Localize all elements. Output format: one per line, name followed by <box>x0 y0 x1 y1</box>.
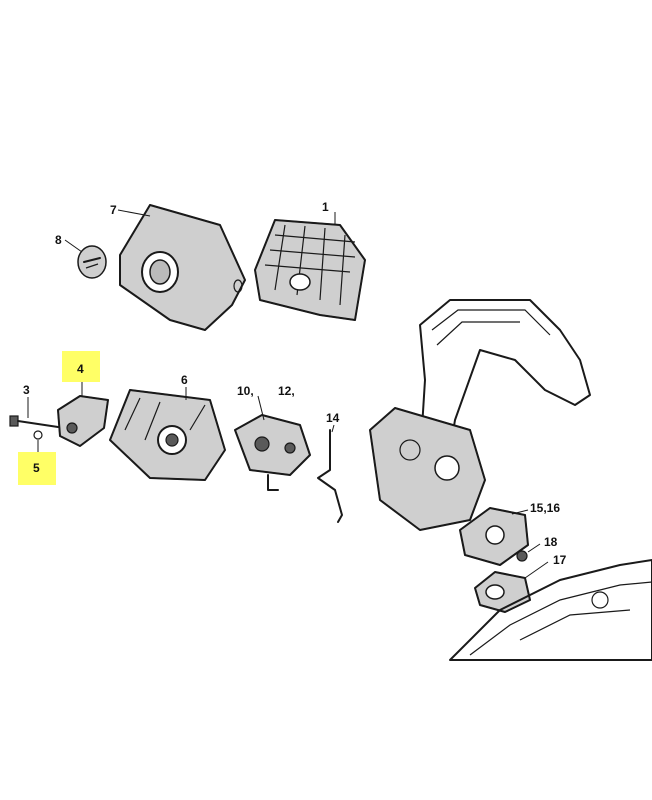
callout-17: 17 <box>553 553 567 567</box>
callout-7: 7 <box>110 203 117 217</box>
callout-12: 12, <box>278 384 295 398</box>
part-15-16-intake-manifold[interactable] <box>459 507 529 566</box>
crankcase <box>449 559 652 661</box>
rear-handle-frame <box>369 299 591 531</box>
part-5-washer[interactable] <box>33 430 43 440</box>
part-4-bracket[interactable] <box>57 395 109 447</box>
part-14-throttle-rod[interactable] <box>317 429 343 523</box>
callout-3: 3 <box>23 383 30 397</box>
part-10-12-carburetor[interactable] <box>234 414 311 491</box>
part-8-cover-knob[interactable] <box>77 245 107 279</box>
callout-4: 4 <box>77 362 84 376</box>
part-17-flange[interactable] <box>474 571 531 613</box>
part-18-screw[interactable] <box>516 550 528 562</box>
highlight-box-5 <box>18 452 56 485</box>
part-6-carburetor-box[interactable] <box>109 389 226 481</box>
callout-8: 8 <box>55 233 62 247</box>
callout-14: 14 <box>326 411 340 425</box>
callout-5: 5 <box>33 461 40 475</box>
callout-10: 10, <box>237 384 254 398</box>
callout-15-16: 15,16 <box>530 501 560 515</box>
callout-6: 6 <box>181 373 188 387</box>
highlight-box-4 <box>62 351 100 382</box>
part-1-air-filter[interactable] <box>254 219 366 321</box>
part-7-top-cover[interactable] <box>119 204 246 331</box>
leader-lines <box>27 209 549 579</box>
part-3-bolt[interactable] <box>9 415 59 428</box>
callout-1: 1 <box>322 200 329 214</box>
callout-18: 18 <box>544 535 558 549</box>
